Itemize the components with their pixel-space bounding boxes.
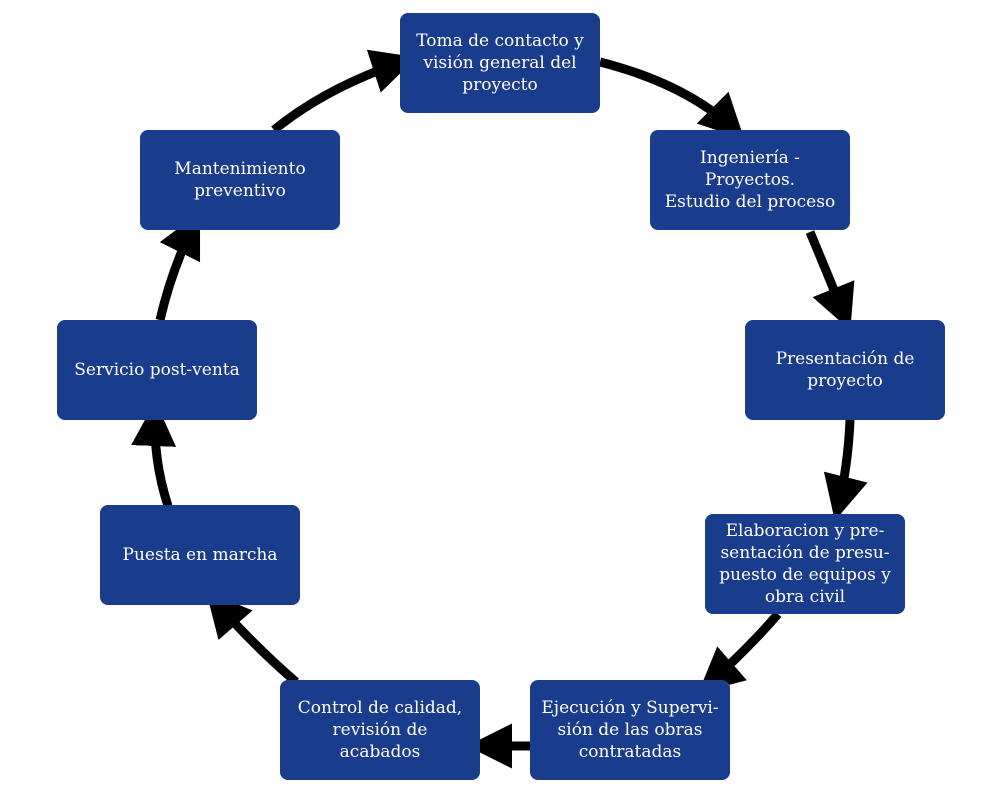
step-box-puesta-en-marcha: Puesta en marcha <box>100 505 300 605</box>
step-box-mantenimiento-preventivo: Mantenimiento preventivo <box>140 130 340 230</box>
step-box-elaboracion-presupuesto: Elaboracion y pre- sentación de presu- p… <box>705 514 905 614</box>
step-box-ingenieria-proyectos: Ingeniería - Proyectos. Estudio del proc… <box>650 130 850 230</box>
step-label: Ejecución y Supervi- sión de las obras c… <box>541 698 719 762</box>
step-label: Toma de contacto y visión general del pr… <box>416 31 584 95</box>
step-label: Mantenimiento preventivo <box>174 159 306 201</box>
step-box-servicio-post-venta: Servicio post-venta <box>57 320 257 420</box>
step-label: Servicio post-venta <box>74 360 240 380</box>
step-label: Control de calidad, revisión de acabados <box>297 698 463 762</box>
arrow-step1-to-step2 <box>598 57 745 140</box>
arrow-step6-to-step7 <box>206 591 299 686</box>
arrow-step4-to-step5 <box>698 611 782 693</box>
step-box-toma-de-contacto: Toma de contacto y visión general del pr… <box>400 13 600 113</box>
arrow-step3-to-step4 <box>823 419 868 521</box>
step-label: Ingeniería - Proyectos. Estudio del proc… <box>664 148 836 212</box>
arrow-step9-to-step1 <box>271 49 417 134</box>
step-label: Elaboracion y pre- sentación de presu- p… <box>719 521 891 607</box>
step-label: Puesta en marcha <box>122 545 278 565</box>
step-box-ejecucion-supervision: Ejecución y Supervi- sión de las obras c… <box>530 680 730 780</box>
arrow-step8-to-step9 <box>155 211 201 322</box>
arrow-step2-to-step3 <box>805 230 855 331</box>
step-box-presentacion-de-proyecto: Presentación de proyecto <box>745 320 945 420</box>
step-label: Presentación de proyecto <box>775 349 915 391</box>
step-box-control-de-calidad: Control de calidad, revisión de acabados <box>280 680 480 780</box>
arrow-step7-to-step8 <box>131 401 177 508</box>
